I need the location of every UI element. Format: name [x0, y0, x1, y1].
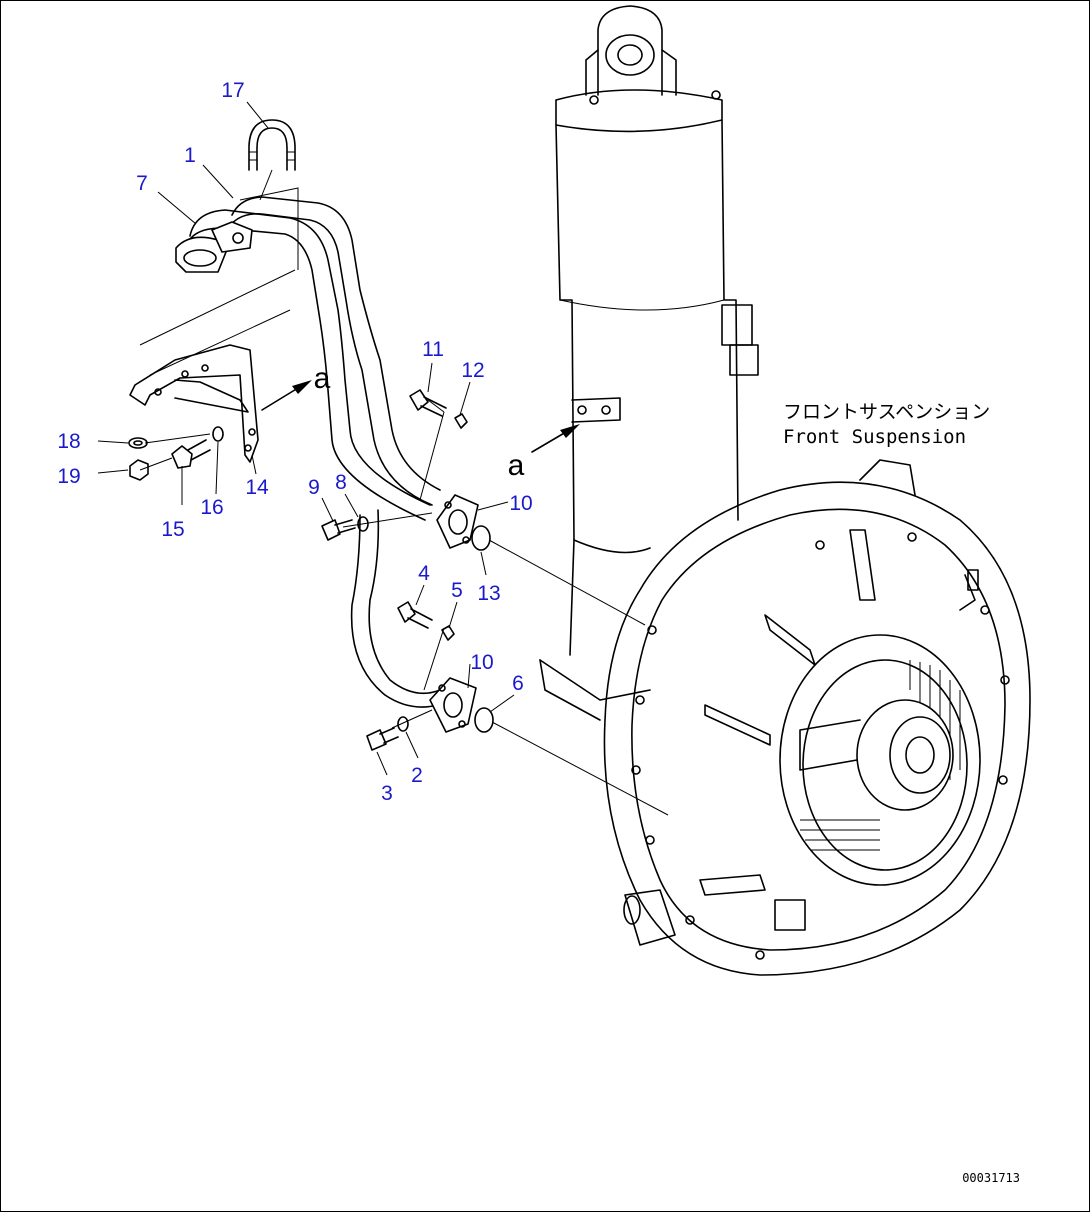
- callout-12: 12: [461, 359, 484, 382]
- callout-17: 17: [221, 79, 244, 102]
- callout-19: 19: [57, 465, 80, 488]
- callout-11: 11: [422, 338, 444, 361]
- callout-8: 8: [335, 471, 347, 494]
- annotation-english: Front Suspension: [783, 426, 966, 448]
- view-arrows: [261, 380, 580, 453]
- suspension-cylinder: [539, 5, 759, 721]
- assembly-lines: [139, 169, 669, 816]
- o-rings: [357, 516, 494, 733]
- callout-13: 13: [477, 582, 500, 605]
- u-bolt: [248, 119, 296, 171]
- view-marker-a-left: a: [314, 362, 331, 395]
- bracket: [129, 344, 259, 463]
- callout-14: 14: [245, 476, 269, 499]
- callout-numbers: 17 1 7 11 12 18 19 14 16 15 9 8 10 13 4 …: [57, 79, 532, 805]
- view-marker-a-right: a: [508, 449, 525, 482]
- callout-15: 15: [161, 518, 184, 541]
- drawing-code: 00031713: [962, 1171, 1020, 1185]
- leader-lines: [97, 101, 515, 776]
- flanges: [429, 494, 479, 733]
- wheel-housing: [603, 459, 1031, 976]
- callout-7: 7: [136, 172, 148, 195]
- annotation-japanese: フロントサスペンション: [783, 401, 990, 423]
- callout-4: 4: [418, 562, 430, 585]
- callout-2: 2: [411, 764, 423, 787]
- callout-5: 5: [451, 579, 463, 602]
- callout-10-lower: 10: [470, 651, 493, 674]
- callout-6: 6: [512, 672, 524, 695]
- callout-10-upper: 10: [509, 492, 532, 515]
- callout-16: 16: [200, 496, 223, 519]
- callout-1: 1: [184, 144, 196, 167]
- callout-3: 3: [381, 782, 393, 805]
- callout-9: 9: [308, 476, 320, 499]
- callout-18: 18: [57, 430, 80, 453]
- bolts: [128, 389, 468, 751]
- hoses: [139, 187, 441, 708]
